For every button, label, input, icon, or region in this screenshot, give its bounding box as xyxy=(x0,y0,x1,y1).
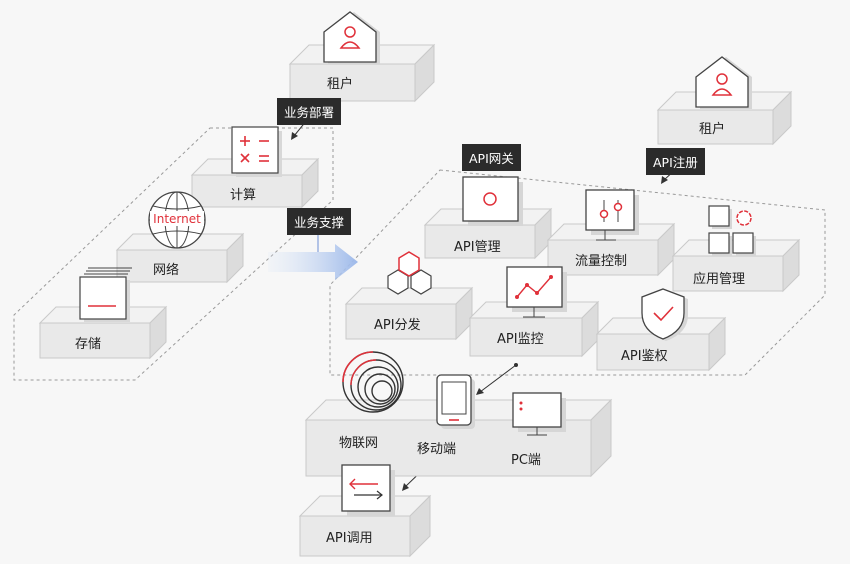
internet-label: Internet xyxy=(153,212,201,226)
storage-box xyxy=(38,305,168,360)
iot-rings-icon xyxy=(342,351,404,413)
api-call-label: API调用 xyxy=(326,531,373,546)
compute-label: 计算 xyxy=(230,188,257,203)
api-management-monitor-icon xyxy=(462,176,523,226)
app-management-box xyxy=(671,238,801,293)
api-monitor-label: API监控 xyxy=(497,332,544,347)
mobile-phone-icon xyxy=(436,374,475,429)
compute-box xyxy=(190,157,320,209)
api-register-tag: API注册 xyxy=(646,148,705,175)
tenant-house-icon xyxy=(695,56,752,109)
traffic-control-box xyxy=(546,222,676,277)
api-publish-label: API分发 xyxy=(374,318,421,333)
api-management-label: API管理 xyxy=(454,240,501,255)
api-auth-shield-icon xyxy=(641,288,688,341)
tenant-house-icon xyxy=(323,11,380,64)
tenant-left-label: 租户 xyxy=(327,77,354,92)
api-gateway-tag: API网关 xyxy=(462,144,521,171)
pc-monitor-icon xyxy=(512,392,566,436)
mobile-label: 移动端 xyxy=(417,442,457,457)
iot-label: 物联网 xyxy=(339,436,379,451)
network-label: 网络 xyxy=(153,263,180,278)
boxes-layer xyxy=(38,43,801,558)
traffic-control-sliders-icon xyxy=(585,189,639,241)
calculator-icon xyxy=(231,126,282,177)
api-monitor-box xyxy=(468,300,600,358)
storage-icon xyxy=(79,267,132,322)
storage-label: 存储 xyxy=(75,337,102,352)
internet-globe-icon: Internet xyxy=(148,191,206,249)
tenant-right-label: 租户 xyxy=(699,122,726,137)
business-deploy-tag: 业务部署 xyxy=(277,98,342,125)
business-support-arrow xyxy=(268,234,358,280)
api-monitor-chart-icon xyxy=(506,266,567,318)
api-call-arrows-icon xyxy=(341,464,395,516)
api-publish-hexagons-icon xyxy=(387,251,432,295)
pc-label: PC端 xyxy=(511,453,541,468)
api-publish-box xyxy=(344,286,474,341)
app-management-label: 应用管理 xyxy=(693,272,746,287)
traffic-control-label: 流量控制 xyxy=(575,254,628,269)
infrastructure-group-outline xyxy=(13,127,334,381)
api-auth-label: API鉴权 xyxy=(621,349,668,364)
app-management-grid-icon xyxy=(708,205,756,256)
business-support-tag: 业务支撑 xyxy=(287,208,352,235)
